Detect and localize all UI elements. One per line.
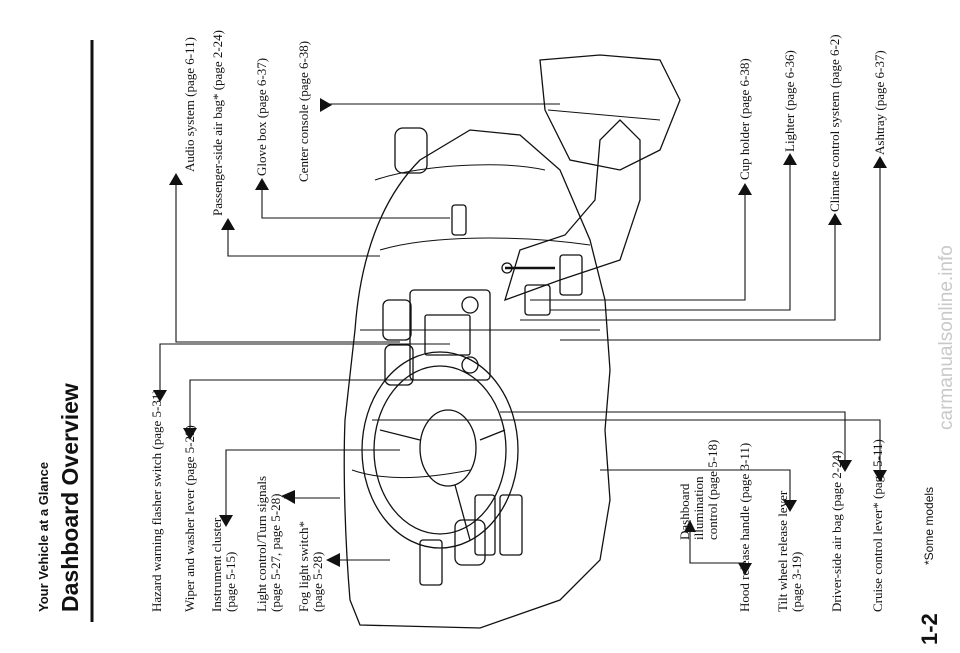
label-light-line1: Light control/Turn signals	[254, 475, 269, 612]
label-instrument-cluster: Instrument cluster (page 5-15)	[209, 517, 238, 612]
label-instrument-line1: Instrument cluster	[209, 517, 224, 612]
label-tilt-line1: Tilt wheel release lever	[775, 490, 790, 612]
label-wiper: Wiper and washer lever (page 5-29)	[182, 425, 197, 612]
page-title: Dashboard Overview	[57, 383, 83, 612]
label-fog-line2: (page 5-28)	[310, 551, 325, 612]
label-passenger-airbag: Passenger-side air bag* (page 2-24)	[210, 29, 225, 216]
footnote-some-models: *Some models	[922, 486, 936, 565]
label-cruise-control: Cruise control lever* (page 5-11)	[870, 439, 885, 612]
arrowheads	[153, 98, 887, 575]
dashboard-outline	[343, 54, 681, 629]
label-center-console: Center console (page 6-38)	[296, 40, 311, 182]
page-number: 1-2	[917, 613, 942, 645]
right-leaders	[175, 103, 881, 343]
label-ashtray: Ashtray (page 6-37)	[872, 50, 887, 155]
left-leaders	[159, 343, 881, 564]
label-hood-release: Hood release handle (page 3-11)	[737, 442, 752, 612]
label-driver-airbag: Driver-side air bag (page 2-24)	[829, 450, 844, 612]
watermark: carmanualsonline.info	[936, 245, 957, 430]
label-fog-light: Fog light switch* (page 5-28)	[296, 520, 325, 612]
label-climate-control: Climate control system (page 6-2)	[827, 34, 842, 212]
label-light-line2: (page 5-27, page 5-28)	[268, 493, 283, 612]
label-tilt-line2: (page 3-19)	[789, 551, 804, 612]
label-cup-holder: Cup holder (page 6-38)	[737, 58, 752, 180]
label-illum-line1: Dashboard	[677, 483, 692, 540]
label-audio-system: Audio system (page 6-11)	[182, 37, 197, 172]
label-tilt-wheel: Tilt wheel release lever (page 3-19)	[775, 490, 804, 612]
label-dashboard-illumination: Dashboard illumination control (page 5-1…	[677, 439, 720, 540]
label-illum-line2: illumination	[691, 476, 706, 540]
label-glove-box: Glove box (page 6-37)	[254, 57, 269, 176]
label-instrument-line2: (page 5-15)	[223, 551, 238, 612]
section-label: Your Vehicle at a Glance	[36, 461, 51, 612]
label-illum-line3: control (page 5-18)	[705, 439, 720, 540]
label-hazard: Hazard warning flasher switch (page 5-31…	[149, 389, 164, 612]
label-lighter: Lighter (page 6-36)	[782, 50, 797, 152]
label-light-control: Light control/Turn signals (page 5-27, p…	[254, 475, 283, 612]
label-fog-line1: Fog light switch*	[296, 520, 311, 612]
